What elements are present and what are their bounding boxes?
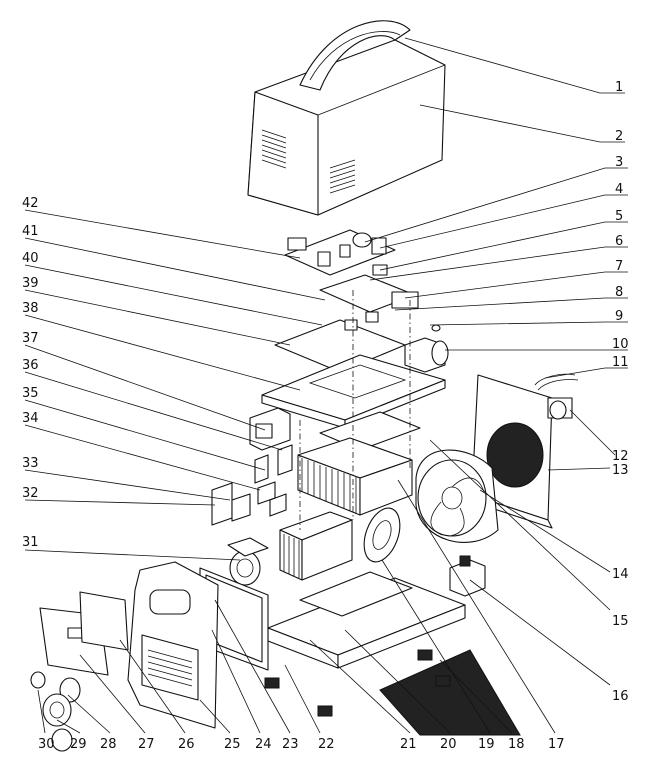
label-17: 17: [548, 737, 565, 752]
label-7: 7: [615, 259, 623, 274]
leader-lines: [24, 37, 628, 734]
label-6: 6: [615, 234, 623, 249]
toroid-inductor: [363, 507, 401, 563]
small-parts-left: [211, 407, 293, 526]
label-11: 11: [612, 355, 629, 370]
label-41: 41: [22, 224, 39, 239]
assembly-centerlines: [299, 290, 411, 530]
base-plate: [264, 571, 521, 736]
label-13: 13: [612, 463, 629, 478]
top-cover: [247, 39, 446, 216]
label-37: 37: [22, 331, 39, 346]
label-32: 32: [22, 486, 39, 501]
label-19: 19: [478, 737, 495, 752]
label-9: 9: [615, 309, 623, 324]
label-27: 27: [138, 737, 155, 752]
cooling-fan: [415, 449, 499, 543]
label-31: 31: [22, 535, 39, 550]
label-5: 5: [615, 209, 623, 224]
label-28: 28: [100, 737, 117, 752]
carry-handle: [299, 20, 411, 91]
heatsink-upper: [297, 437, 413, 516]
label-12: 12: [612, 449, 629, 464]
label-40: 40: [22, 251, 39, 266]
label-34: 34: [22, 411, 39, 426]
part-number-labels: 1 2 3 4 5 6 7 8 9 10 11 12 13 14 15 16 1…: [22, 80, 629, 752]
label-25: 25: [224, 737, 241, 752]
label-24: 24: [255, 737, 272, 752]
switch-part: [449, 555, 486, 597]
label-10: 10: [612, 337, 629, 352]
label-36: 36: [22, 358, 39, 373]
upper-pcb-assembly: [274, 229, 449, 373]
control-panel-board: [39, 591, 129, 676]
label-30: 30: [38, 737, 55, 752]
label-16: 16: [612, 689, 629, 704]
knobs-and-connectors: [30, 671, 81, 752]
label-14: 14: [612, 567, 629, 582]
label-35: 35: [22, 386, 39, 401]
label-29: 29: [70, 737, 87, 752]
label-3: 3: [615, 155, 623, 170]
label-18: 18: [508, 737, 525, 752]
label-42: 42: [22, 196, 39, 211]
label-8: 8: [615, 285, 623, 300]
label-21: 21: [400, 737, 417, 752]
label-22: 22: [318, 737, 335, 752]
label-23: 23: [282, 737, 299, 752]
label-20: 20: [440, 737, 457, 752]
front-bezel: [127, 561, 219, 729]
label-33: 33: [22, 456, 39, 471]
heatsink-lower: [279, 511, 353, 581]
label-15: 15: [612, 614, 629, 629]
label-26: 26: [178, 737, 195, 752]
small-fan: [227, 537, 269, 586]
label-4: 4: [615, 182, 623, 197]
label-2: 2: [615, 129, 623, 144]
label-39: 39: [22, 276, 39, 291]
cable-and-connector: [534, 373, 579, 420]
label-1: 1: [615, 80, 623, 95]
label-38: 38: [22, 301, 39, 316]
